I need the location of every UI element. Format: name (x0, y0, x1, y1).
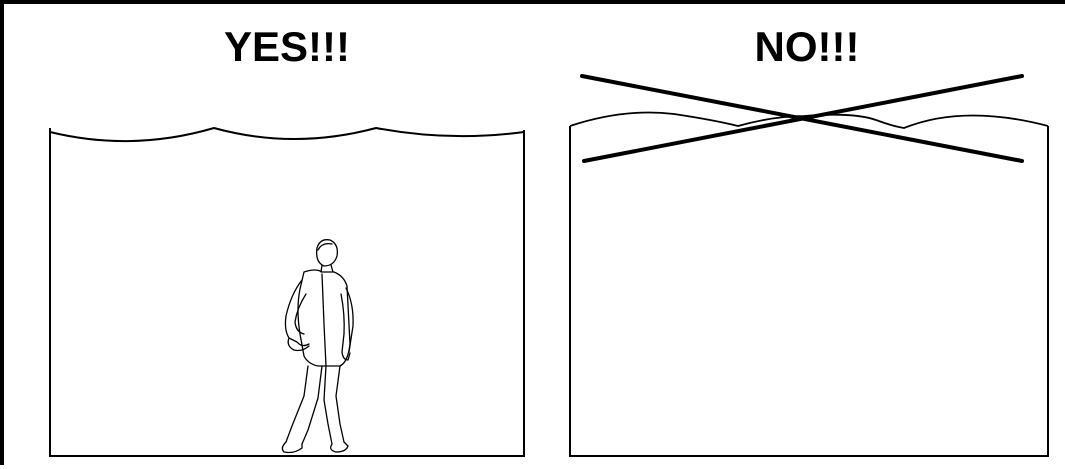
walking-man-figure (281, 239, 354, 454)
yes-panel (49, 126, 525, 457)
yes-water-surface (49, 126, 525, 143)
comparison-illustration (49, 74, 1049, 457)
cross-out-mark (580, 74, 1024, 163)
yes-tank-outline (49, 128, 525, 457)
no-tank-outline (569, 126, 1049, 457)
no-panel-title: NO!!! (754, 23, 860, 70)
no-panel (569, 74, 1049, 457)
no-water-surface (569, 111, 1049, 129)
yes-panel-title: YES!!! (224, 23, 350, 70)
